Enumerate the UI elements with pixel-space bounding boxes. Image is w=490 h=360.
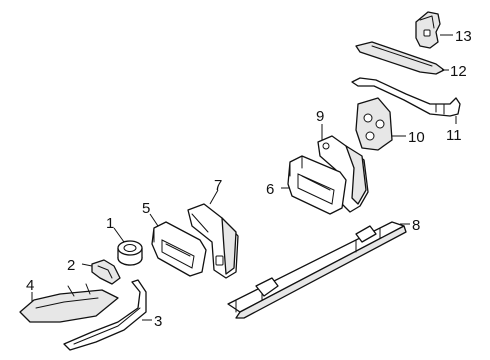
part-2-clip — [81, 259, 121, 285]
part-12-strip — [355, 41, 449, 75]
leader-2 — [81, 263, 93, 267]
leader-7 — [209, 189, 219, 205]
callout-11: 11 — [446, 127, 462, 144]
part-11-rod — [351, 77, 461, 124]
part-5-bracket — [149, 213, 207, 277]
part-7-bracket — [187, 189, 239, 279]
callout-9: 9 — [316, 108, 324, 125]
part-10-plate — [355, 97, 406, 151]
callout-8: 8 — [412, 217, 420, 234]
part-13-clip — [415, 11, 453, 49]
callout-10: 10 — [408, 129, 425, 146]
part-8-rail — [227, 221, 410, 319]
part-3-strip — [63, 279, 152, 351]
callout-5: 5 — [142, 200, 150, 217]
part-1-grommet — [113, 227, 143, 266]
callout-2: 2 — [67, 257, 75, 274]
callout-1: 1 — [106, 215, 114, 232]
part-4-pad — [19, 283, 119, 323]
part-6-bracket — [281, 155, 347, 215]
part-9-bracket — [317, 124, 369, 213]
leader-1 — [113, 227, 125, 243]
callout-12: 12 — [450, 63, 467, 80]
callout-6: 6 — [266, 181, 274, 198]
callout-13: 13 — [455, 28, 472, 45]
callout-4: 4 — [26, 277, 34, 294]
callout-3: 3 — [154, 313, 162, 330]
callout-7: 7 — [214, 177, 222, 194]
leader-5 — [149, 213, 159, 227]
